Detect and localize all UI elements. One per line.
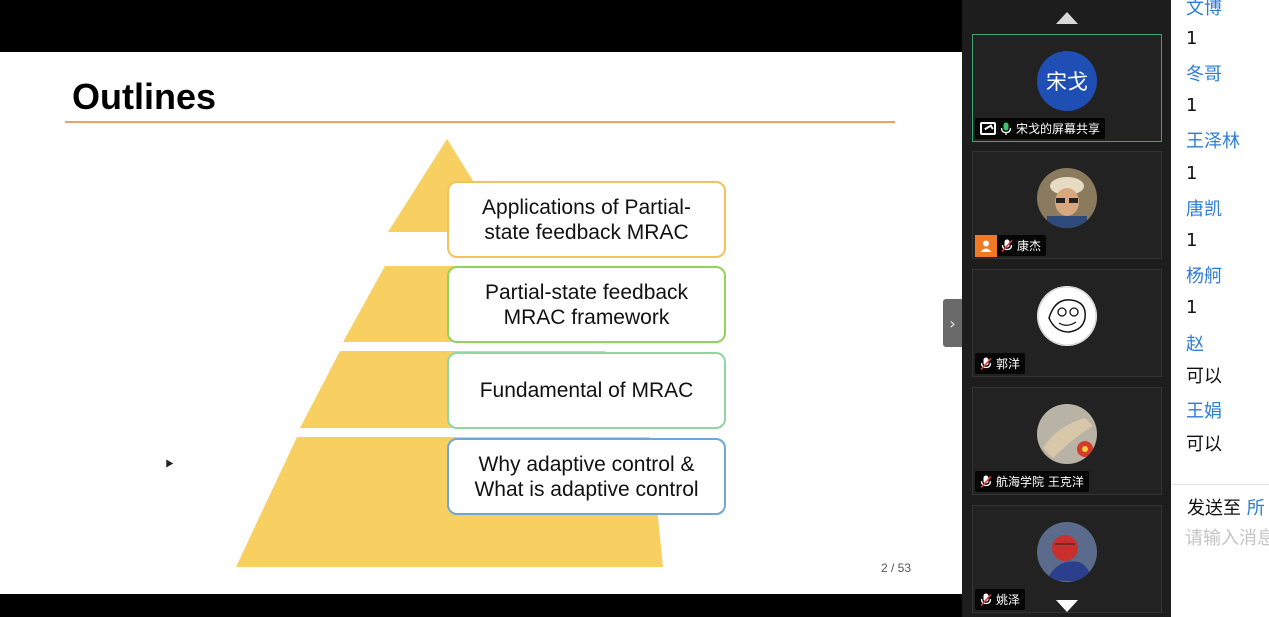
chat-sender-name: 冬哥 <box>1186 64 1222 85</box>
collapse-panel-button[interactable]: › <box>943 299 962 347</box>
participant-name: 航海学院 王克洋 <box>996 475 1084 489</box>
chat-message: 可以 <box>1186 366 1222 387</box>
microphone-muted-icon <box>980 357 992 370</box>
chat-message: 1 <box>1186 230 1198 251</box>
avatar <box>1037 404 1097 464</box>
screen-share-icon <box>980 122 996 135</box>
slide-page-indicator: 2 / 53 <box>881 561 912 575</box>
participant-name-strip: 郭洋 <box>975 353 1026 374</box>
shared-slide: Outlines Applications of Partial- state … <box>0 52 962 594</box>
participant-video-panel: 宋戈 宋戈的屏幕共享 <box>962 0 1171 617</box>
chat-sender-name: 唐凯 <box>1186 199 1222 220</box>
microphone-muted-icon <box>980 475 992 488</box>
participant-tile[interactable]: 郭洋 <box>972 269 1162 377</box>
participant-tile[interactable]: 康杰 <box>972 151 1162 259</box>
participant-name-strip: 康杰 <box>975 234 1047 257</box>
participant-tile[interactable]: 航海学院 王克洋 <box>972 387 1162 495</box>
outline-item-applications: Applications of Partial- state feedback … <box>447 181 726 258</box>
send-to-label: 发送至 <box>1187 498 1241 519</box>
microphone-muted-icon <box>1001 239 1013 252</box>
chat-message: 1 <box>1186 95 1198 116</box>
user-icon <box>975 234 997 257</box>
avatar-photo-icon <box>1037 404 1097 464</box>
chat-message: 1 <box>1186 163 1198 184</box>
avatar: 宋戈 <box>1037 51 1097 111</box>
microphone-icon <box>1000 122 1012 135</box>
avatar <box>1037 286 1097 346</box>
chat-message-input[interactable] <box>1185 524 1269 552</box>
participant-tile[interactable]: 宋戈 宋戈的屏幕共享 <box>972 34 1162 142</box>
chat-sender-name: 杨舸 <box>1186 266 1222 287</box>
chat-panel: 文博 1 冬哥 1 王泽林 1 唐凯 1 杨舸 1 赵 可以 王娟 可以 发送至… <box>1171 0 1269 617</box>
participant-name-strip: 宋戈的屏幕共享 <box>975 118 1106 139</box>
outline-item-why-adaptive: Why adaptive control & What is adaptive … <box>447 438 726 515</box>
participant-name-strip: 姚泽 <box>975 589 1026 610</box>
participant-name: 康杰 <box>1017 239 1042 253</box>
chat-divider <box>1171 484 1269 485</box>
chat-sender-name: 王泽林 <box>1186 131 1240 152</box>
chat-message: 可以 <box>1186 434 1222 455</box>
scroll-down-arrow-icon[interactable] <box>1056 600 1078 612</box>
slide-title: Outlines <box>72 76 217 117</box>
microphone-muted-icon <box>980 593 992 606</box>
send-to-selector[interactable]: 发送至 所 <box>1187 494 1265 520</box>
avatar <box>1037 522 1097 582</box>
send-to-target[interactable]: 所 <box>1246 498 1265 519</box>
chat-sender-name: 赵 <box>1186 334 1204 355</box>
avatar-photo-icon <box>1037 168 1097 228</box>
avatar-photo-icon <box>1037 522 1097 582</box>
participant-name: 宋戈的屏幕共享 <box>1016 122 1101 136</box>
participant-name-strip: 航海学院 王克洋 <box>975 471 1089 492</box>
chat-sender-name: 王娟 <box>1186 401 1222 422</box>
avatar-sketch-icon <box>1037 286 1097 346</box>
avatar <box>1037 168 1097 228</box>
chat-message: 1 <box>1186 28 1198 49</box>
outline-item-framework: Partial-state feedback MRAC framework <box>447 266 726 343</box>
outline-item-fundamental: Fundamental of MRAC <box>447 352 726 429</box>
chevron-right-icon: › <box>949 313 956 333</box>
participant-name: 姚泽 <box>996 593 1021 607</box>
chat-message: 1 <box>1186 297 1198 318</box>
scroll-up-arrow-icon[interactable] <box>1056 12 1078 24</box>
participant-tile[interactable]: 姚泽 <box>972 505 1162 613</box>
title-divider <box>65 121 895 123</box>
chat-sender-name: 文博 <box>1186 0 1222 19</box>
participant-name: 郭洋 <box>996 357 1021 371</box>
